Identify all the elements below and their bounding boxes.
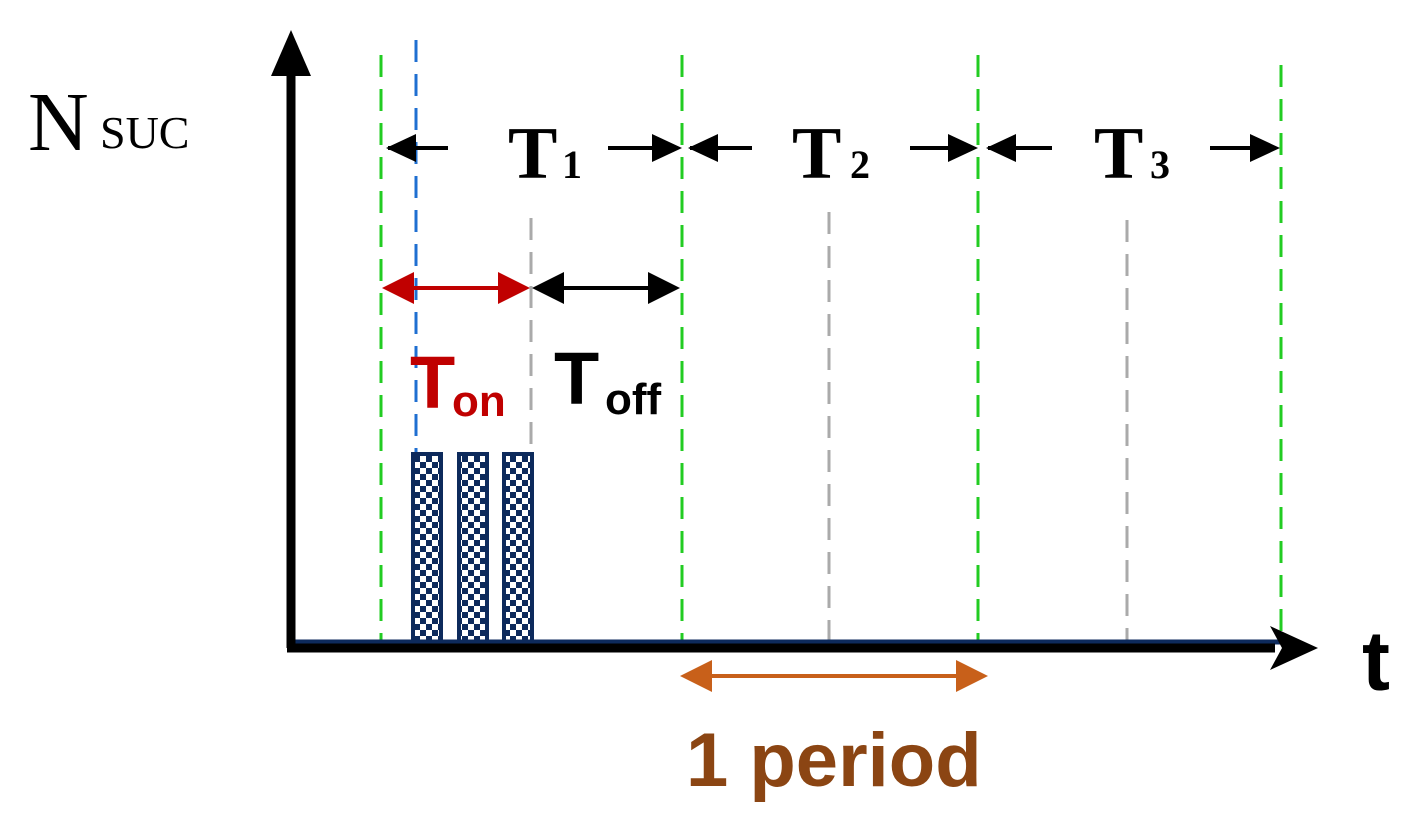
burst-bar-2 <box>457 452 489 646</box>
on-phase-arrow <box>382 272 530 304</box>
period-span-label: 1 period <box>686 718 982 803</box>
on-phase-label-sub: on <box>452 377 506 426</box>
period-label-3-sub: 3 <box>1150 142 1170 187</box>
period-boundaries <box>379 55 1283 640</box>
period-label-2-main: T <box>792 113 841 195</box>
off-phase-label-main: T <box>554 337 599 420</box>
off-phase-arrow <box>532 272 680 304</box>
x-axis-arrowhead <box>1270 626 1318 670</box>
period-span-arrow <box>680 660 988 692</box>
off-phase-label-sub: off <box>605 375 662 424</box>
period-label-1-main: T <box>508 113 557 195</box>
on-phase-label-main: T <box>410 341 455 424</box>
period-label-2: T 2 <box>792 113 870 195</box>
period-label-3-main: T <box>1094 113 1143 195</box>
period-label-3: T 3 <box>1094 113 1170 195</box>
period-arrows <box>386 134 1280 162</box>
y-axis-label: N SUC <box>28 76 189 169</box>
y-axis-arrowhead <box>271 30 311 76</box>
burst-bar-1 <box>411 452 443 646</box>
on-phase-label: T on <box>410 341 506 426</box>
burst-bar-3 <box>502 452 534 646</box>
off-phase-label: T off <box>554 337 662 424</box>
y-axis-label-main: N <box>28 76 89 169</box>
phase-boundaries <box>529 212 1129 640</box>
axes <box>271 30 1318 670</box>
bursts <box>411 452 534 646</box>
period-label-1-sub: 1 <box>562 142 582 187</box>
period-label-2-sub: 2 <box>850 142 870 187</box>
period-label-1: T 1 <box>508 113 582 195</box>
y-axis-label-sub: SUC <box>100 107 189 158</box>
x-axis-label: t <box>1362 614 1390 708</box>
